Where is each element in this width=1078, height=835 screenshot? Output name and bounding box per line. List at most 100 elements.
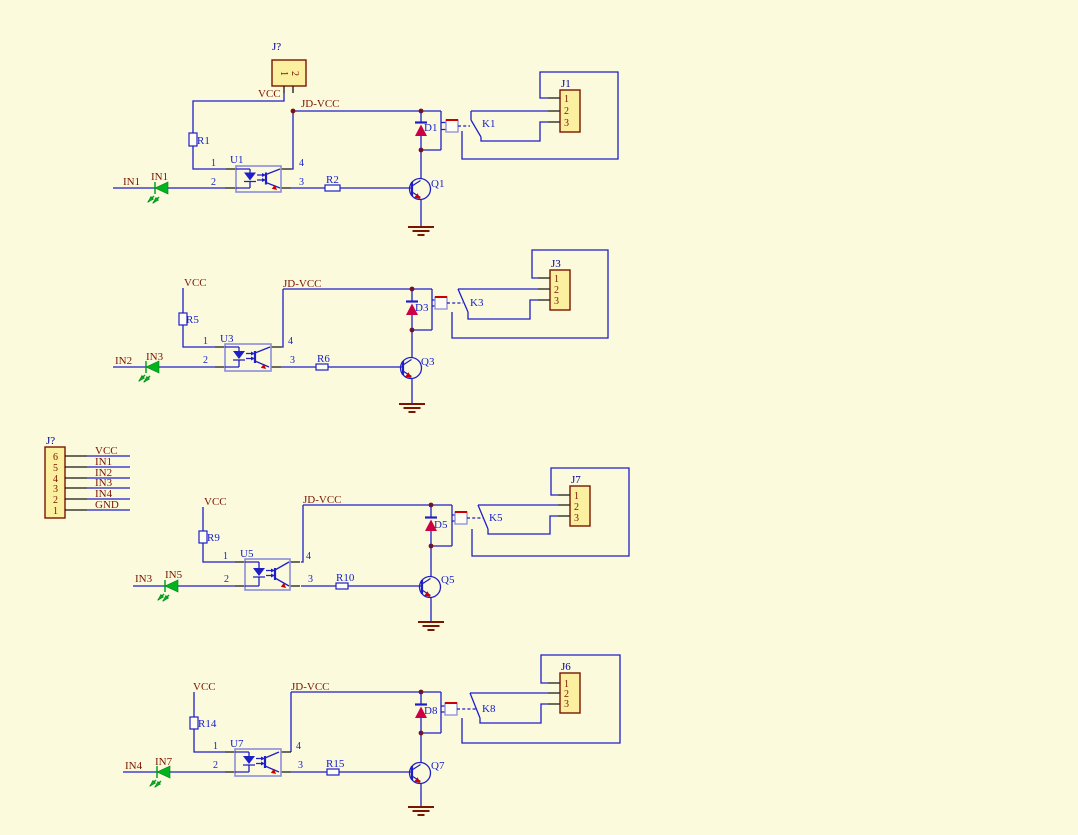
resistor-r14[interactable]: R14: [189, 716, 217, 730]
input-led[interactable]: IN3: [138, 351, 164, 383]
wire[interactable]: [87, 455, 130, 511]
connector-designator[interactable]: J7: [571, 474, 581, 486]
output-connector-j1[interactable]: J1 1 2 3: [559, 78, 581, 133]
power-connector[interactable]: J? 1 2: [271, 41, 307, 93]
net-label-vcc[interactable]: VCC: [95, 445, 118, 457]
relay-k5[interactable]: K5: [454, 511, 503, 525]
wire[interactable]: [461, 71, 619, 160]
flyback-diode-d5[interactable]: D5: [425, 505, 448, 546]
relay-k3[interactable]: K3: [434, 296, 484, 310]
net-label-jdvcc[interactable]: JD-VCC: [291, 681, 330, 693]
transistor-q7[interactable]: Q7: [408, 760, 445, 807]
transistor-q1[interactable]: Q1: [408, 177, 445, 227]
transistor-q3[interactable]: Q3: [399, 356, 435, 404]
wire[interactable]: [451, 249, 609, 339]
input-led[interactable]: IN1: [147, 171, 169, 204]
output-connector-j3[interactable]: J3 1 2 3: [549, 258, 571, 311]
net-label-gnd[interactable]: GND: [95, 499, 119, 511]
net-label-input[interactable]: IN2: [115, 355, 132, 367]
resistor-designator[interactable]: R15: [326, 758, 345, 770]
relay-k1[interactable]: K1: [445, 118, 495, 133]
connector-designator[interactable]: J6: [561, 661, 571, 673]
net-label-in4[interactable]: IN4: [95, 488, 113, 500]
input-led[interactable]: IN7: [149, 756, 173, 788]
diode-designator[interactable]: D5: [434, 519, 448, 531]
connector-body[interactable]: [44, 446, 66, 519]
resistor-designator[interactable]: R2: [326, 174, 339, 186]
net-label-in1[interactable]: IN1: [95, 456, 112, 468]
diode-designator[interactable]: D1: [424, 122, 437, 134]
output-connector-j6[interactable]: J6 1 2 3: [559, 661, 581, 714]
opto-designator[interactable]: U1: [230, 154, 243, 166]
diode-designator[interactable]: D3: [415, 302, 429, 314]
wire[interactable]: [123, 691, 445, 773]
resistor-r15[interactable]: R15: [326, 758, 345, 776]
wire[interactable]: [461, 654, 621, 744]
led-label[interactable]: IN1: [151, 171, 168, 183]
optocoupler-u1[interactable]: U1 1 2 4 3: [211, 154, 304, 193]
input-connector[interactable]: J? 6 5 4 3 2 1 VCC IN1 IN2 IN3 IN4 GND: [44, 435, 130, 519]
wire[interactable]: [113, 93, 446, 189]
transistor-designator[interactable]: Q1: [431, 178, 444, 190]
wire[interactable]: [113, 288, 435, 368]
transistor-designator[interactable]: Q5: [441, 574, 455, 586]
net-label-jdvcc[interactable]: JD-VCC: [303, 494, 342, 506]
wire[interactable]: [471, 467, 630, 557]
led-label[interactable]: IN3: [146, 351, 164, 363]
connector-designator[interactable]: J1: [561, 78, 571, 90]
resistor-r10[interactable]: R10: [335, 572, 355, 590]
connector-body[interactable]: [559, 89, 581, 133]
resistor-designator[interactable]: R14: [198, 718, 217, 730]
flyback-diode-d1[interactable]: D1: [415, 111, 437, 150]
resistor-r6[interactable]: R6: [315, 353, 330, 371]
diode-designator[interactable]: D8: [424, 705, 438, 717]
connector-body[interactable]: [559, 672, 581, 714]
opto-designator[interactable]: U7: [230, 738, 244, 750]
net-label-jdvcc[interactable]: JD-VCC: [283, 278, 322, 290]
net-label-vcc[interactable]: VCC: [258, 88, 281, 100]
input-led[interactable]: IN5: [157, 569, 183, 602]
net-label-vcc[interactable]: VCC: [184, 277, 207, 289]
resistor-designator[interactable]: R6: [317, 353, 330, 365]
wire[interactable]: [133, 504, 455, 587]
opto-designator[interactable]: U5: [240, 548, 254, 560]
net-label-jdvcc[interactable]: JD-VCC: [301, 98, 340, 110]
connector-body[interactable]: [271, 59, 307, 87]
resistor-designator[interactable]: R1: [197, 135, 210, 147]
resistor-designator[interactable]: R5: [186, 314, 199, 326]
transistor-q5[interactable]: Q5: [418, 574, 455, 622]
resistor-r2[interactable]: R2: [324, 174, 341, 192]
net-label-vcc[interactable]: VCC: [204, 496, 227, 508]
relay-designator[interactable]: K1: [482, 118, 495, 130]
relay-designator[interactable]: K8: [482, 703, 496, 715]
flyback-diode-d8[interactable]: D8: [415, 692, 438, 733]
transistor-designator[interactable]: Q3: [421, 356, 435, 368]
relay-designator[interactable]: K5: [489, 512, 503, 524]
net-label-in2[interactable]: IN2: [95, 467, 112, 479]
net-label-input[interactable]: IN4: [125, 760, 143, 772]
relay-k8[interactable]: K8: [444, 702, 496, 716]
resistor-r9[interactable]: R9: [198, 530, 220, 544]
connector-body[interactable]: [569, 485, 591, 527]
connector-body[interactable]: [549, 269, 571, 311]
output-connector-j7[interactable]: J7 1 2 3: [569, 474, 591, 527]
led-label[interactable]: IN7: [155, 756, 173, 768]
relay-designator[interactable]: K3: [470, 297, 484, 309]
transistor-designator[interactable]: Q7: [431, 760, 445, 772]
connector-designator[interactable]: J3: [551, 258, 561, 270]
optocoupler-u7[interactable]: U7 1 2 4 3: [213, 738, 303, 777]
resistor-r1[interactable]: R1: [188, 132, 210, 147]
net-label-in3[interactable]: IN3: [95, 477, 113, 489]
optocoupler-u5[interactable]: U5 1 2 4 3: [223, 548, 313, 591]
opto-designator[interactable]: U3: [220, 333, 234, 345]
net-label-vcc[interactable]: VCC: [193, 681, 216, 693]
resistor-r5[interactable]: R5: [178, 312, 199, 326]
resistor-designator[interactable]: R9: [207, 532, 220, 544]
net-label-input[interactable]: IN3: [135, 573, 153, 585]
flyback-diode-d3[interactable]: D3: [406, 289, 429, 330]
led-label[interactable]: IN5: [165, 569, 183, 581]
connector-designator[interactable]: J?: [272, 41, 281, 53]
connector-designator[interactable]: J?: [46, 435, 55, 447]
net-label-input[interactable]: IN1: [123, 176, 140, 188]
